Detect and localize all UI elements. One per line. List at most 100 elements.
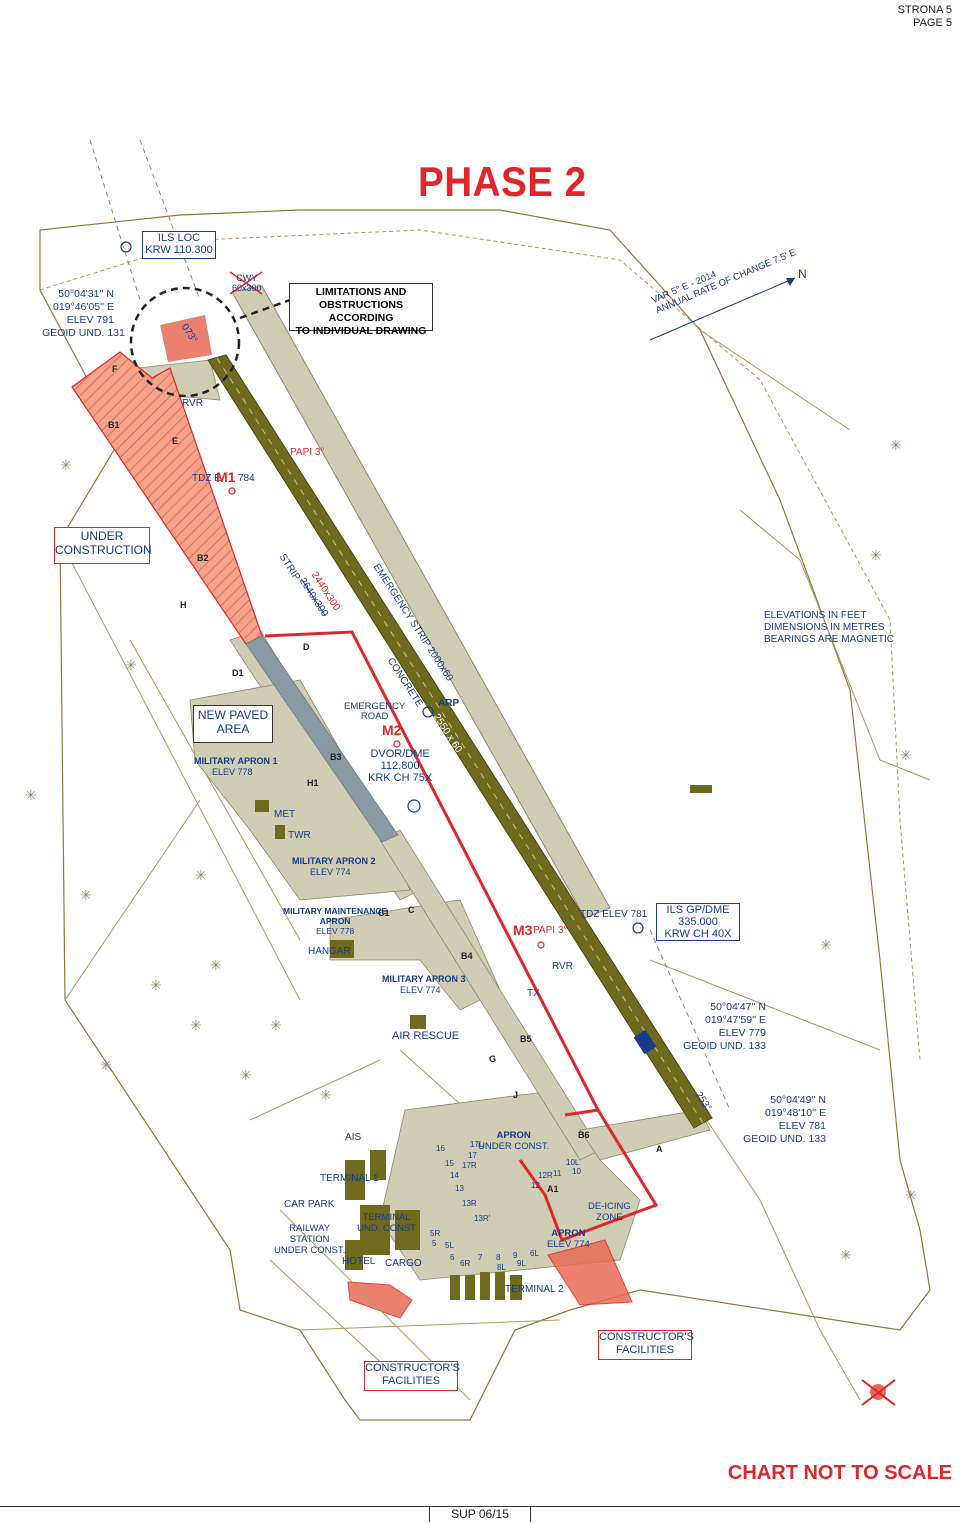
stand-8l: 8L xyxy=(497,1263,506,1272)
twy-h1: H1 xyxy=(307,778,319,788)
under-construction-line1: UNDER xyxy=(80,529,124,543)
marker-circles xyxy=(228,487,545,949)
papi-south: PAPI 3° xyxy=(533,925,568,936)
stand-8: 8 xyxy=(496,1253,501,1262)
military-apron2: MILITARY APRON 2 ELEV 774 xyxy=(292,856,376,878)
stand-13: 13 xyxy=(455,1184,464,1193)
stand-16: 16 xyxy=(436,1144,445,1153)
papi-north: PAPI 3° xyxy=(290,447,325,458)
railway-line1: RAILWAY xyxy=(289,1223,331,1234)
stand-10: 10 xyxy=(572,1167,581,1176)
ils-loc-freq: KRW 110.300 xyxy=(145,244,213,256)
twy-b1: B1 xyxy=(108,420,120,430)
arp-label: ARP xyxy=(438,698,460,709)
thr-mid-lon: 019°47'59'' E xyxy=(704,1014,766,1026)
thr-north-lat: 50°04'31'' N xyxy=(58,288,114,300)
twr-label: TWR xyxy=(288,830,311,841)
new-paved-line1: NEW PAVED xyxy=(197,708,269,722)
limitations-leader xyxy=(239,298,291,320)
ils-gp-freq: 335.000 xyxy=(678,916,718,928)
twy-b5: B5 xyxy=(520,1034,532,1044)
ils-gp-ident: KRW CH 40X xyxy=(664,928,732,940)
stand-17l: 17L xyxy=(470,1140,484,1149)
new-paved-line2: AREA xyxy=(216,722,250,736)
svg-text:✳: ✳ xyxy=(150,978,162,994)
thr-north-geoid: GEOID UND. 131 xyxy=(42,327,125,339)
limitations-line3: TO INDIVIDUAL DRAWING xyxy=(295,325,427,337)
military-apron3-elev: ELEV 774 xyxy=(400,985,441,995)
elevations-note: ELEVATIONS IN FEET DIMENSIONS IN METRES … xyxy=(764,610,894,646)
railway-station: RAILWAY STATION UNDER CONST. xyxy=(274,1223,345,1256)
limitations-box: LIMITATIONS AND OBSTRUCTIONS ACCORDING T… xyxy=(289,283,433,337)
twy-f: F xyxy=(112,364,118,374)
military-maint-line2: APRON xyxy=(319,916,351,926)
not-to-scale-label: CHART NOT TO SCALE xyxy=(727,1462,952,1484)
cargo-label: CARGO xyxy=(385,1258,422,1269)
deicing-line2: ZONE xyxy=(596,1212,623,1223)
thr-mid-lat: 50°04'47'' N xyxy=(710,1001,766,1013)
stand-17: 17 xyxy=(468,1151,477,1160)
twy-c: C xyxy=(408,905,415,915)
ais-label: AIS xyxy=(345,1132,362,1143)
terminal-under-const: TERMINAL UND. CONST xyxy=(357,1212,416,1234)
thr-north-elev: ELEV 791 xyxy=(66,314,114,326)
svg-text:✳: ✳ xyxy=(100,1058,112,1074)
thr-north-lon: 019°46'05'' E xyxy=(52,301,114,313)
terminal1-label: TERMINAL 1 xyxy=(320,1173,379,1184)
stand-9l: 9L xyxy=(517,1259,526,1268)
svg-text:✳: ✳ xyxy=(125,658,137,674)
air-rescue-label: AIR RESCUE xyxy=(392,1030,460,1042)
twy-a1: A1 xyxy=(547,1184,559,1194)
apron-east-line2: ELEV 774 xyxy=(547,1239,590,1250)
thr-south-elev: ELEV 781 xyxy=(778,1120,826,1132)
terminal2-label: TERMINAL 2 xyxy=(505,1284,564,1295)
taxiway-under-construction xyxy=(245,635,399,843)
constructor-facility-west xyxy=(347,1281,413,1319)
terminal-const-line1: TERMINAL xyxy=(362,1212,411,1223)
military-apron2-name: MILITARY APRON 2 xyxy=(292,856,376,866)
stand-13r-prime: 13R' xyxy=(474,1214,491,1223)
constructor-east-line1: CONSTRUCTOR'S xyxy=(599,1331,694,1343)
marker-m2: M2 xyxy=(382,722,402,738)
svg-text:✳: ✳ xyxy=(900,748,912,764)
terminal-buildings xyxy=(255,785,712,1300)
marker-m3: M3 xyxy=(513,922,533,938)
perimeter-road xyxy=(39,229,921,1061)
twy-d: D xyxy=(303,642,310,652)
rvr-south: RVR xyxy=(552,961,573,972)
svg-text:✳: ✳ xyxy=(60,458,72,474)
tdz-north-label: TDZ E xyxy=(192,473,221,484)
stand-12r: 12R xyxy=(538,1171,553,1180)
stand-6l: 6L xyxy=(530,1249,539,1258)
stand-5l: 5L xyxy=(445,1241,454,1250)
svg-text:✳: ✳ xyxy=(210,958,222,974)
railway-line3: UNDER CONST. xyxy=(274,1245,346,1256)
constructor-east-line2: FACILITIES xyxy=(615,1344,675,1356)
thr-south-lon: 019°48'10'' E xyxy=(764,1107,826,1119)
approach-line-north xyxy=(89,139,141,301)
cwy-label: CWY 60x300 xyxy=(232,273,262,293)
svg-text:✳: ✳ xyxy=(820,938,832,954)
thr-north-coords: 50°04'31'' N 019°46'05'' E ELEV 791 GEOI… xyxy=(42,288,125,340)
thr-south-coords: 50°04'49'' N 019°48'10'' E ELEV 781 GEOI… xyxy=(740,1094,826,1146)
svg-text:✳: ✳ xyxy=(25,788,37,804)
taxiway-a xyxy=(579,1109,711,1161)
vegetation-symbols: ✳✳✳ ✳✳✳ ✳✳✳ ✳✳✳ ✳✳✳ ✳✳✳ xyxy=(25,438,917,1264)
dvor-name: DVOR/DME xyxy=(370,748,430,760)
stand-7: 7 xyxy=(478,1253,483,1262)
svg-text:✳: ✳ xyxy=(195,868,207,884)
page-label: PAGE 5 xyxy=(913,17,952,29)
apron-main-line1: APRON xyxy=(496,1130,531,1141)
emergency-road-label: EMERGENCY ROAD xyxy=(344,702,405,722)
stand-17r: 17R xyxy=(462,1161,477,1170)
twy-d1: D1 xyxy=(232,668,244,678)
svg-text:✳: ✳ xyxy=(190,1018,202,1034)
ils-gp-name: ILS GP/DME xyxy=(666,904,730,916)
elevations-line2: DIMENSIONS IN METRES xyxy=(764,622,885,633)
east-railway xyxy=(699,1109,861,1401)
construction-boundary-line xyxy=(264,630,659,1242)
stand-6r: 6R xyxy=(460,1259,471,1268)
svg-text:✳: ✳ xyxy=(870,548,882,564)
stand-9: 9 xyxy=(513,1251,518,1260)
